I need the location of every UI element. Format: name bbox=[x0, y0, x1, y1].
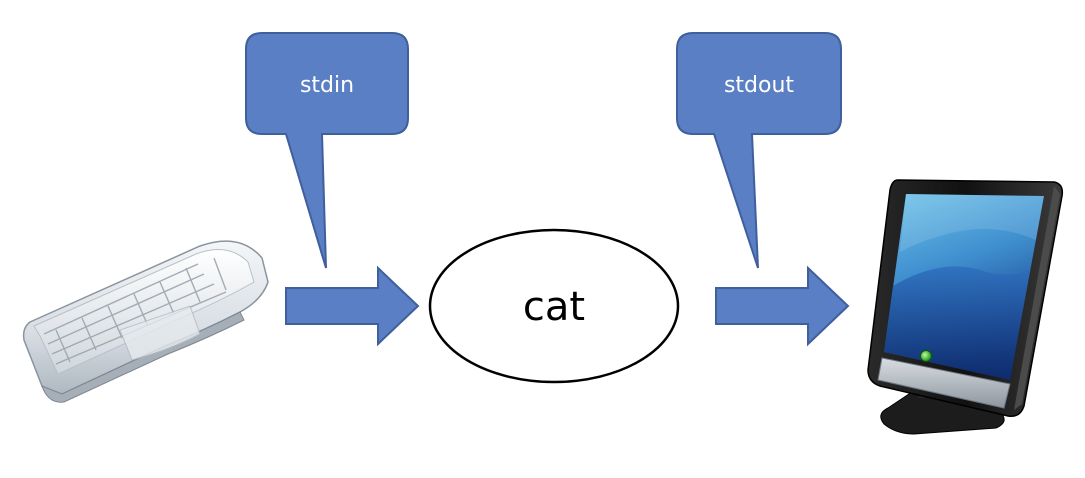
stdout-callout: stdout bbox=[676, 32, 842, 269]
monitor-icon bbox=[867, 179, 1064, 435]
keyboard-icon bbox=[22, 240, 269, 403]
cat-process-node: cat bbox=[428, 228, 680, 384]
stdin-label: stdin bbox=[300, 73, 354, 98]
stdin-callout: stdin bbox=[245, 32, 409, 269]
stdout-label: stdout bbox=[724, 73, 794, 98]
arrow-cat-to-monitor bbox=[715, 265, 850, 347]
arrow-input-to-cat bbox=[285, 265, 420, 347]
cat-label: cat bbox=[523, 284, 585, 330]
power-led-icon bbox=[920, 350, 932, 362]
